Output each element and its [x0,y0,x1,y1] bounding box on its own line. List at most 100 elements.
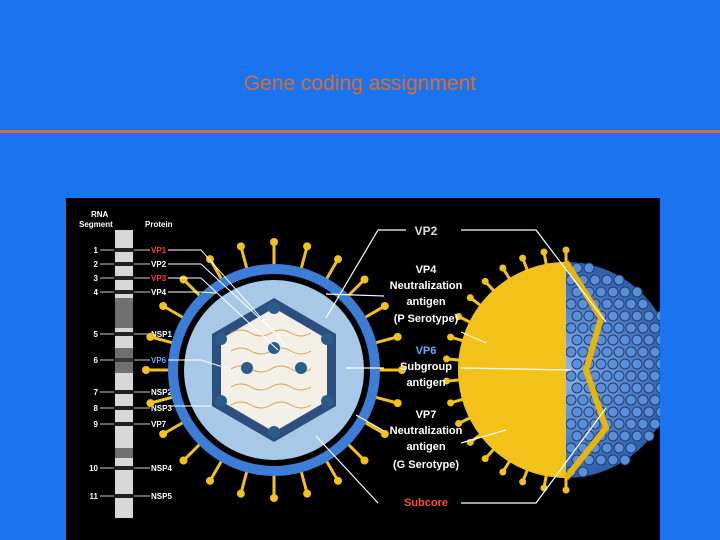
vp4-spike-head [236,489,245,498]
gel-smear [115,348,133,373]
gel-segment-number: 1 [94,246,99,255]
capsomere [607,382,619,394]
gel-protein-label: VP2 [151,260,167,269]
capsomere [565,346,577,358]
gel-band [115,276,133,280]
capsomere [571,382,583,394]
gel-smear [115,298,133,328]
vp4-spike [208,459,224,482]
callout-vp7-line2: antigen [406,441,445,453]
capsomere [601,274,613,286]
capsomere [607,310,619,322]
capsomere [649,346,660,358]
surface-spike-head [455,313,463,321]
vp4-spike-head [159,430,168,438]
callout-vp4-line1: Neutralization [390,280,463,292]
callout-vp7-title: VP7 [416,409,437,421]
capsomere [577,466,589,478]
capsomere [625,346,637,358]
capsomere [613,322,625,334]
surface-spike-head [499,468,507,476]
vp1-vp3-complex [268,302,280,314]
gel-protein-label: VP6 [151,356,167,365]
surface-spike-head [481,277,489,285]
rna-strand [230,383,312,391]
capsomere [625,394,637,406]
capsomere [637,394,649,406]
capsomere [583,310,595,322]
vp4-spike-head [159,302,168,310]
capsomere [637,370,649,382]
capsomere [649,418,660,430]
capsomere [601,346,613,358]
capsomere [643,430,655,442]
capsomere [637,418,649,430]
vp4-spike-head [360,275,369,284]
vp4-spike [363,420,386,436]
capsomere [613,274,625,286]
capsomere [619,286,631,298]
surface-spike-head [540,248,548,256]
surface-spike-head [519,254,527,262]
capsomere [625,322,637,334]
vp4-spike-head [380,302,389,310]
gel-segment-number: 11 [90,492,99,501]
vp4-spike-head [206,476,214,485]
vp4-spike [149,335,174,345]
capsomere [607,430,619,442]
vp4-spike [162,304,185,320]
vp4-spike-head [146,399,155,408]
capsomere [607,454,619,466]
gel-segment-number: 5 [94,330,99,339]
capsomere [655,406,660,418]
gel-segment-number: 8 [94,404,99,413]
capsomere [637,298,649,310]
capsomere [595,382,607,394]
vp4-spike-head [142,366,150,374]
surface-vp7-half [458,262,566,478]
surface-spike-head [481,455,489,463]
vp4-spike [346,442,366,462]
vp4-spike-head [206,255,214,264]
gel-protein-label: VP3 [151,274,167,283]
capsomere [649,394,660,406]
capsomere [643,382,655,394]
gel-segment-number: 10 [89,464,98,473]
capsomere [625,370,637,382]
capsomere [613,394,625,406]
capsomere [601,322,613,334]
vp4-spike-head [179,456,188,465]
capsomere [631,382,643,394]
gel-protein-label: VP1 [151,246,167,255]
capsomere [577,322,589,334]
surface-spike-head [519,478,527,486]
capsomere [613,418,625,430]
gel-header-segment-line1: RNA [91,210,109,219]
surface-spike-head [562,486,570,494]
vp4-spike-head [236,242,245,251]
capsomere [631,406,643,418]
gel-header-protein: Protein [145,220,173,229]
vp1-vp3-complex [295,362,307,374]
capsomere [631,286,643,298]
capsomere [589,274,601,286]
gel-band [115,332,133,336]
capsomere [601,442,613,454]
capsomere [601,370,613,382]
vp4-spike-head [334,255,342,264]
vp4-spikes-left [142,238,406,502]
capsomere [631,334,643,346]
vp1-vp3-enzymes [215,302,333,438]
callout-lines [315,229,607,504]
surface-spike-head [455,419,463,427]
capsomere [577,298,589,310]
gel-band [115,262,133,266]
vp4-spike [324,258,340,281]
gel-band [115,406,133,410]
capsomere [613,346,625,358]
callout-subcore: Subcore [404,497,448,509]
vp1-vp3-complex [215,333,227,345]
